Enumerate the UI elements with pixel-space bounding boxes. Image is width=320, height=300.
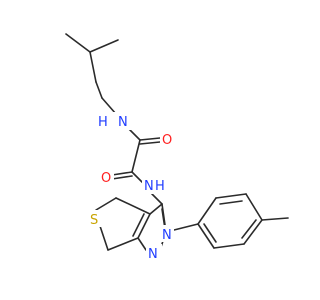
- molecule-structure: N H O O N H S N N: [65, 33, 289, 262]
- bond: [197, 197, 217, 225]
- nitrogen-label: N: [162, 228, 172, 243]
- bond: [89, 51, 97, 83]
- bond: [137, 213, 151, 239]
- bond: [241, 219, 257, 239]
- bond: [149, 203, 163, 215]
- bond: [243, 219, 263, 245]
- hydrogen-label: H: [155, 179, 165, 194]
- bond: [139, 137, 161, 141]
- oxygen-label: O: [101, 171, 111, 186]
- bond: [65, 33, 91, 53]
- bond: [132, 213, 145, 237]
- bond: [131, 139, 141, 173]
- nitrogen-label: N: [144, 179, 154, 194]
- bond: [111, 171, 133, 176]
- bond: [101, 97, 117, 115]
- bond: [111, 175, 133, 180]
- bond: [99, 225, 109, 251]
- atom-n-pyrazole-2: N: [160, 225, 174, 243]
- bond: [215, 193, 247, 199]
- atom-nh-upper: N H: [98, 112, 138, 130]
- label-backdrop: [100, 169, 114, 185]
- sulfur-label: S: [90, 213, 98, 228]
- bond: [245, 193, 263, 221]
- atom-n-pyrazole-1: N: [146, 244, 162, 262]
- bond: [261, 217, 289, 221]
- bond: [151, 193, 163, 205]
- bond: [139, 141, 161, 145]
- bond: [213, 243, 245, 249]
- label-backdrop: [146, 244, 162, 261]
- bond: [89, 39, 119, 53]
- label-backdrop: [112, 112, 138, 130]
- bond: [115, 197, 151, 215]
- bond: [107, 237, 139, 251]
- label-backdrop: [160, 130, 174, 146]
- label-backdrop: [142, 177, 170, 194]
- oxygen-label: O: [162, 133, 172, 148]
- bond: [203, 223, 217, 243]
- atom-sulfur: S: [88, 210, 102, 228]
- label-backdrop: [160, 225, 174, 242]
- atom-nh-lower: N H: [142, 177, 170, 194]
- nitrogen-label: N: [118, 115, 128, 130]
- hydrogen-label: H: [98, 115, 108, 130]
- bond: [137, 237, 147, 251]
- label-backdrop: [88, 210, 102, 227]
- bond: [95, 197, 117, 211]
- bond: [219, 200, 243, 205]
- nitrogen-label: N: [148, 247, 158, 262]
- atom-labels: N H O O N H S N N: [88, 112, 174, 262]
- atom-o-upper: O: [160, 130, 174, 148]
- bond: [197, 223, 215, 249]
- bond: [95, 81, 103, 99]
- atom-o-lower: O: [100, 169, 114, 186]
